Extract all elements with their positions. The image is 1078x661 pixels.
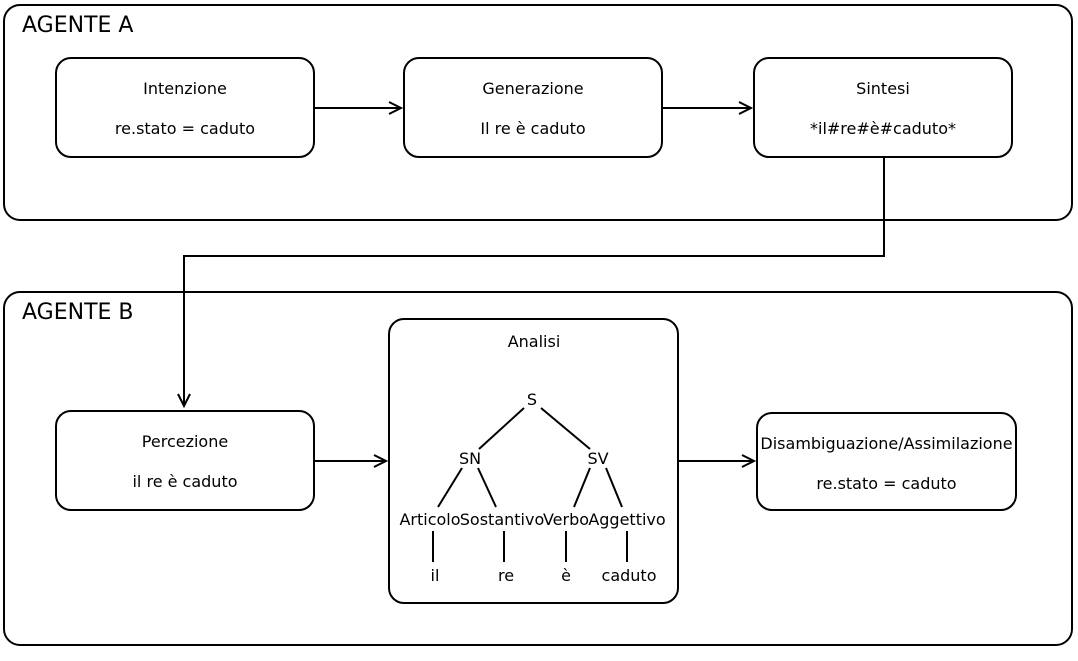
agent-a-container: AGENTE A xyxy=(3,4,1073,221)
agent-a-label: AGENTE A xyxy=(22,13,134,38)
tree-node-sostantivo: Sostantivo xyxy=(459,510,545,529)
agent-b-container: AGENTE B xyxy=(3,291,1073,646)
arrow-intenzione-generazione xyxy=(314,101,404,115)
node-percezione: Percezione il re è caduto xyxy=(55,410,315,511)
arrow-generazione-sintesi xyxy=(663,101,754,115)
syntax-tree-edges xyxy=(432,407,628,562)
tree-terminal-il: il xyxy=(430,566,440,585)
node-intenzione-title: Intenzione xyxy=(143,79,227,98)
arrow-percezione-analisi xyxy=(315,454,389,468)
node-percezione-value: il re è caduto xyxy=(132,472,238,491)
node-generazione: Generazione Il re è caduto xyxy=(403,57,663,158)
node-disambiguazione-title: Disambiguazione/Assimilazione xyxy=(760,434,1013,453)
tree-terminal-re: re xyxy=(497,566,515,585)
connector-sintesi-percezione xyxy=(177,158,885,409)
agent-b-label: AGENTE B xyxy=(22,300,134,325)
tree-node-articolo: Articolo xyxy=(399,510,461,529)
node-sintesi-title: Sintesi xyxy=(856,79,910,98)
node-sintesi: Sintesi *il#re#è#caduto* xyxy=(753,57,1013,158)
analisi-title: Analisi xyxy=(507,332,561,351)
node-intenzione-value: re.stato = caduto xyxy=(114,119,256,138)
tree-node-sn: SN xyxy=(458,449,482,468)
tree-terminal-caduto: caduto xyxy=(601,566,657,585)
node-disambiguazione: Disambiguazione/Assimilazione re.stato =… xyxy=(756,412,1017,511)
tree-node-aggettivo: Aggettivo xyxy=(588,510,666,529)
tree-terminal-e: è xyxy=(561,566,571,585)
tree-node-s: S xyxy=(526,390,538,409)
tree-node-sv: SV xyxy=(587,449,609,468)
node-disambiguazione-value: re.stato = caduto xyxy=(816,474,957,493)
node-intenzione: Intenzione re.stato = caduto xyxy=(55,57,315,158)
node-generazione-value: Il re è caduto xyxy=(480,119,586,138)
node-sintesi-value: *il#re#è#caduto* xyxy=(810,119,956,138)
arrow-analisi-disambiguazione xyxy=(679,454,757,468)
tree-node-verbo: Verbo xyxy=(542,510,590,529)
node-analisi xyxy=(388,318,679,604)
node-generazione-title: Generazione xyxy=(482,79,584,98)
node-percezione-title: Percezione xyxy=(141,432,229,451)
